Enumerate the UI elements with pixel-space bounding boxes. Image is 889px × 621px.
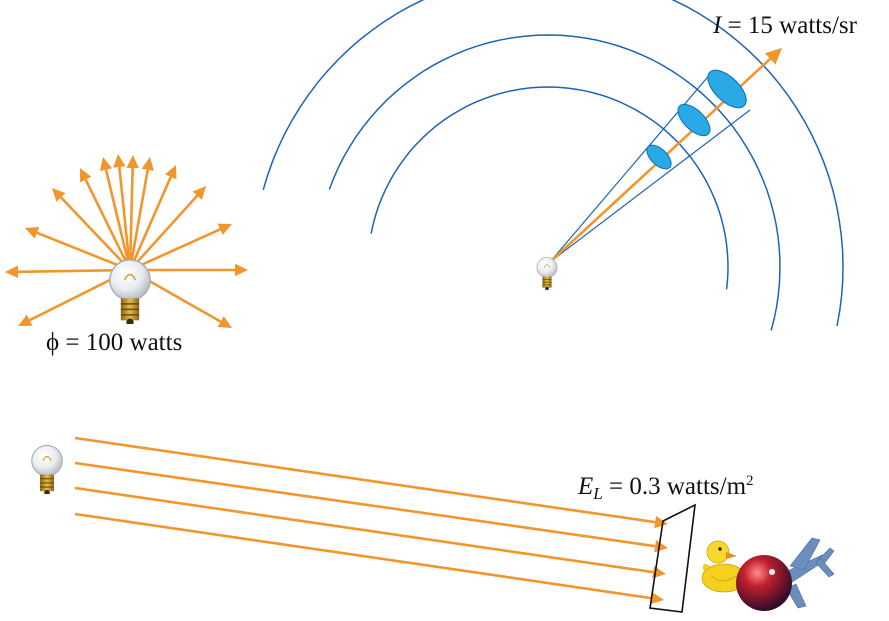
flux-ray-arrow xyxy=(126,155,139,271)
flux-label: ϕ = 100 watts xyxy=(46,330,182,355)
flux-rays xyxy=(5,154,248,328)
flux-ray-arrow xyxy=(52,188,131,271)
intensity-symbol: I xyxy=(713,12,722,39)
lightbulb-icon xyxy=(108,258,152,324)
wavefront-arc xyxy=(370,86,729,290)
solid-angle-patch xyxy=(677,103,711,137)
parallel-ray-arrow xyxy=(74,461,668,553)
irradiance-superscript: 2 xyxy=(746,473,754,489)
flux-ray-arrow xyxy=(128,165,177,271)
irradiance-label: EL = 0.3 watts/m2 xyxy=(578,473,754,503)
flux-ray-arrow xyxy=(129,186,206,271)
cone-edge xyxy=(549,71,713,263)
irradiance-value: = 0.3 watts/m xyxy=(602,473,747,500)
intensity-value: = 15 watts/sr xyxy=(721,12,857,39)
wavefront-arc xyxy=(328,34,781,331)
flux-ray-arrow xyxy=(129,223,232,272)
flux-ray-arrow xyxy=(25,227,131,272)
flux-ray-arrow xyxy=(113,154,132,271)
solid-angle-patch xyxy=(646,144,672,170)
red-sphere-icon xyxy=(736,555,792,611)
irradiance-symbol: E xyxy=(578,473,594,500)
flux-ray-arrow xyxy=(80,168,132,271)
irradiance-subscript: L xyxy=(593,484,603,503)
flux-ray-arrow xyxy=(5,265,131,279)
lightbulb-icon xyxy=(536,256,558,290)
parallel-rays xyxy=(74,436,668,605)
flux-ray-arrow xyxy=(99,157,132,271)
rubber-duck-icon xyxy=(701,540,747,593)
flux-value: = 100 watts xyxy=(59,329,183,356)
flux-symbol: ϕ xyxy=(46,329,60,356)
parallel-ray-arrow xyxy=(74,436,668,529)
parallel-ray-arrow xyxy=(74,512,664,605)
solid-angle-patch xyxy=(707,69,747,109)
solid-angle-patches xyxy=(646,69,747,170)
receiving-surface xyxy=(649,503,696,613)
flux-ray-arrow xyxy=(128,157,154,271)
wavefront-arcs xyxy=(262,0,844,331)
cone-edge xyxy=(549,109,751,263)
lightbulb-icon xyxy=(31,444,63,494)
intensity-label: I = 15 watts/sr xyxy=(713,13,857,38)
wavefront-arc xyxy=(262,0,844,327)
